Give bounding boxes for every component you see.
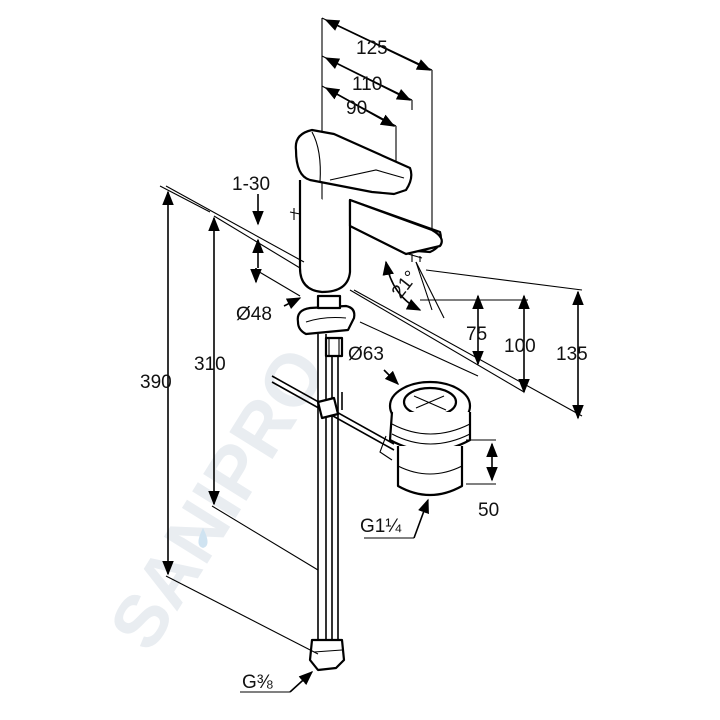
dim-50: 50 xyxy=(478,500,499,521)
dim-21-deg: 21° xyxy=(388,267,422,303)
left-dimensions xyxy=(159,185,319,655)
dim-100: 100 xyxy=(504,336,536,357)
counter-plane xyxy=(165,185,583,417)
dim-390: 390 xyxy=(140,372,172,393)
dim-110: 110 xyxy=(352,74,382,95)
mounting-assembly xyxy=(296,294,356,358)
drop-icon xyxy=(198,528,208,548)
dim-48-arrows xyxy=(250,268,302,309)
dim-diameter-48: Ø48 xyxy=(236,304,272,325)
dim-63-arrows xyxy=(383,369,400,386)
dim-50-arrows xyxy=(466,439,498,485)
faucet-body xyxy=(289,128,443,294)
dim-g114-arrows xyxy=(364,498,429,539)
dim-125: 125 xyxy=(356,38,388,59)
dim-90: 90 xyxy=(346,98,367,119)
dim-75: 75 xyxy=(466,324,487,345)
thread-g1-quarter: G1¼ xyxy=(360,516,402,537)
angle-21 xyxy=(382,260,445,319)
right-dimensions xyxy=(349,289,584,420)
dim-g38-arrows xyxy=(240,671,314,693)
dim-310: 310 xyxy=(194,354,226,375)
dim-diameter-63: Ø63 xyxy=(348,344,384,365)
watermark: SANIPRO xyxy=(93,334,342,664)
popup-rod xyxy=(271,375,395,451)
thread-g3-8: G⅜ xyxy=(242,672,273,693)
watermark-text: SANIPRO xyxy=(93,334,342,664)
waste-drain xyxy=(379,380,472,496)
dim-1-30: 1-30 xyxy=(232,174,270,195)
dim-135: 135 xyxy=(556,344,588,365)
